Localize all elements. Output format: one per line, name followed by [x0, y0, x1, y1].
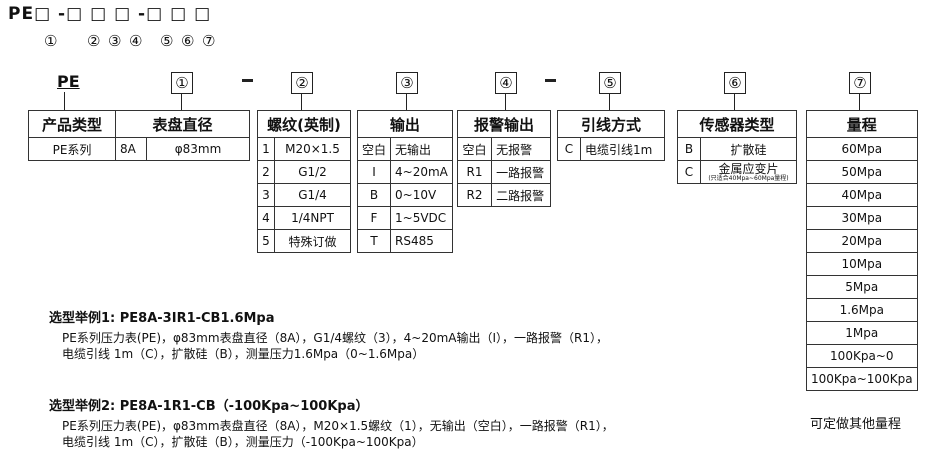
- range-value: 60Mpa: [806, 137, 918, 161]
- position-number-1: ①: [44, 32, 58, 50]
- dial-diameter-value: φ83mm: [146, 137, 250, 161]
- circle-number-6: ⑥: [724, 72, 746, 94]
- thread-value: 1/4NPT: [274, 206, 351, 230]
- separator-dash: [242, 79, 253, 82]
- example-2-line-2: 电缆引线 1m（C），扩散硅（B），测量压力（-100Kpa~100Kpa）: [62, 435, 424, 449]
- circle-number-3: ③: [396, 72, 418, 94]
- circle-number-7: ⑦: [849, 72, 871, 94]
- connector-line: [859, 93, 860, 110]
- example-1-line-1: PE系列压力表(PE)，φ83mm表盘直径（8A），G1/4螺纹（3），4~20…: [62, 331, 609, 345]
- output-value: 无输出: [390, 137, 453, 161]
- output-value: 0~10V: [390, 183, 453, 207]
- output-value: 1~5VDC: [390, 206, 453, 230]
- header-lead: 引线方式: [557, 110, 665, 138]
- lead-value: 电缆引线1m: [580, 137, 665, 161]
- alarm-code: 空白: [456, 137, 493, 161]
- dial-code: 8A: [115, 137, 147, 161]
- header-product-type: 产品类型: [28, 110, 116, 138]
- example-1-line-2: 电缆引线 1m（C），扩散硅（B），测量压力1.6Mpa（0~1.6Mpa）: [62, 347, 425, 361]
- header-thread: 螺纹(英制): [257, 110, 351, 138]
- range-value: 100Kpa~100Kpa: [806, 367, 918, 391]
- range-value: 20Mpa: [806, 229, 918, 253]
- circle-number-1: ①: [171, 72, 193, 94]
- range-value: 30Mpa: [806, 206, 918, 230]
- thread-value: G1/4: [274, 183, 351, 207]
- separator-dash: [545, 79, 556, 82]
- output-code: T: [356, 229, 392, 253]
- alarm-value: 无报警: [491, 137, 551, 161]
- circle-number-4: ④: [495, 72, 517, 94]
- circle-number-2: ②: [291, 72, 313, 94]
- connector-line: [64, 92, 65, 110]
- product-type-value: PE系列: [28, 137, 116, 161]
- example-1-title: 选型举例1: PE8A-3IR1-CB1.6Mpa: [49, 311, 275, 326]
- position-number-5: ⑤: [160, 32, 174, 50]
- position-number-7: ⑦: [202, 32, 216, 50]
- connector-line: [734, 93, 735, 110]
- connector-line: [301, 93, 302, 110]
- output-code: I: [356, 160, 392, 184]
- lead-code: C: [557, 137, 581, 161]
- output-code: F: [356, 206, 392, 230]
- circle-number-5: ⑤: [599, 72, 621, 94]
- range-value: 1.6Mpa: [806, 298, 918, 322]
- model-code-pattern: PE□ -□ □ □ -□ □ □: [8, 4, 212, 24]
- sensor-note: (只适合40Mpa~60Mpa量程): [708, 174, 789, 182]
- pe-prefix-label: PE: [57, 72, 80, 91]
- sensor-value: 扩散硅: [700, 137, 797, 161]
- sensor-code: B: [677, 137, 701, 161]
- range-value: 50Mpa: [806, 160, 918, 184]
- alarm-code: R1: [456, 160, 493, 184]
- example-2-title: 选型举例2: PE8A-1R1-CB（-100Kpa~100Kpa）: [49, 399, 369, 414]
- thread-code: 4: [257, 206, 275, 230]
- connector-line: [609, 93, 610, 110]
- range-value: 100Kpa~0: [806, 344, 918, 368]
- example-2-line-1: PE系列压力表(PE)，φ83mm表盘直径（8A），M20×1.5螺纹（1），无…: [62, 419, 614, 433]
- thread-value: 特殊订做: [274, 229, 351, 253]
- alarm-value: 二路报警: [491, 183, 551, 207]
- range-table: 量程 60Mpa 50Mpa 40Mpa 30Mpa 20Mpa 10Mpa 5…: [806, 110, 918, 391]
- range-value: 5Mpa: [806, 275, 918, 299]
- range-footnote: 可定做其他量程: [810, 417, 902, 432]
- alarm-value: 一路报警: [491, 160, 551, 184]
- thread-code: 2: [257, 160, 275, 184]
- sensor-value: 金属应变片: [718, 161, 779, 176]
- thread-code: 3: [257, 183, 275, 207]
- product-type-table: 产品类型 表盘直径 PE系列 8A φ83mm: [28, 110, 250, 161]
- output-code: 空白: [356, 137, 392, 161]
- position-number-2: ②: [87, 32, 101, 50]
- thread-value: G1/2: [274, 160, 351, 184]
- connector-line: [181, 93, 182, 110]
- connector-line: [406, 93, 407, 110]
- position-number-3: ③: [108, 32, 122, 50]
- output-code: B: [356, 183, 392, 207]
- output-value: 4~20mA: [390, 160, 453, 184]
- thread-code: 5: [257, 229, 275, 253]
- header-sensor: 传感器类型: [677, 110, 797, 138]
- header-dial-diameter: 表盘直径: [115, 110, 250, 138]
- header-range: 量程: [806, 110, 918, 138]
- position-number-4: ④: [129, 32, 143, 50]
- header-alarm: 报警输出: [457, 110, 551, 138]
- alarm-code: R2: [456, 183, 493, 207]
- position-number-6: ⑥: [181, 32, 195, 50]
- output-value: RS485: [390, 229, 453, 253]
- sensor-code: C: [677, 160, 701, 184]
- thread-value: M20×1.5: [274, 137, 351, 161]
- range-value: 10Mpa: [806, 252, 918, 276]
- thread-code: 1: [257, 137, 275, 161]
- range-value: 40Mpa: [806, 183, 918, 207]
- connector-line: [505, 93, 506, 110]
- range-value: 1Mpa: [806, 321, 918, 345]
- header-output: 输出: [357, 110, 453, 138]
